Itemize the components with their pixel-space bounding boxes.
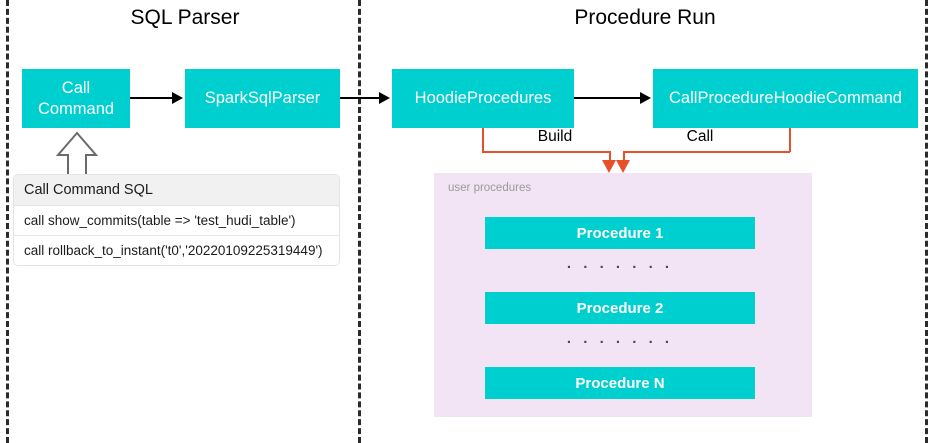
call-connector-vertical [789, 128, 791, 152]
call-command-sql-table: Call Command SQL call show_commits(table… [14, 175, 339, 265]
section-divider-middle [358, 0, 361, 443]
user-procedures-panel-label: user procedures [448, 182, 532, 194]
node-spark-sql-parser[interactable]: SparkSqlParser [185, 69, 340, 128]
sql-table-row: call show_commits(table => 'test_hudi_ta… [14, 206, 339, 236]
section-divider-left [6, 0, 9, 443]
section-title-sql-parser: SQL Parser [130, 6, 240, 29]
build-arrowhead-icon [602, 160, 616, 173]
build-connector-vertical [482, 128, 484, 152]
procedures-ellipsis-separator: . . . . . . . [566, 255, 674, 272]
flow-arrowhead-icon-2 [379, 92, 390, 104]
procedures-ellipsis-separator: . . . . . . . [566, 330, 674, 347]
call-connector-horizontal [623, 151, 790, 153]
edge-label-call: Call [686, 128, 714, 145]
procedure-item[interactable]: Procedure 1 [485, 217, 755, 249]
procedure-item[interactable]: Procedure N [485, 367, 755, 399]
sql-table-header: Call Command SQL [14, 175, 339, 206]
flow-arrowhead-icon-1 [172, 92, 183, 104]
node-call-command-line1: Call [61, 79, 91, 98]
build-connector-drop [609, 151, 611, 162]
section-title-procedure-run: Procedure Run [574, 6, 716, 29]
flow-arrow-spark-parser-to-hoodie-procedures [340, 97, 380, 99]
call-connector-drop [623, 151, 625, 162]
sql-table-row: call rollback_to_instant('t0','202201092… [14, 236, 339, 265]
node-call-procedure-hoodie-command[interactable]: CallProcedureHoodieCommand [653, 69, 918, 128]
flow-arrow-hoodie-procedures-to-call-procedure-command [574, 97, 641, 99]
block-arrow-up-icon [56, 131, 98, 176]
flow-arrow-call-command-to-spark-parser [130, 97, 173, 99]
node-call-command-line2: Command [37, 99, 115, 118]
build-connector-horizontal [482, 151, 610, 153]
edge-label-build: Build [537, 128, 573, 145]
call-arrowhead-icon [616, 160, 630, 173]
flow-arrowhead-icon-3 [640, 92, 651, 104]
node-hoodie-procedures[interactable]: HoodieProcedures [392, 69, 574, 128]
procedure-item[interactable]: Procedure 2 [485, 292, 755, 324]
user-procedures-panel: user procedures Procedure 1 . . . . . . … [434, 173, 812, 417]
node-call-command[interactable]: Call Command [22, 69, 130, 128]
section-divider-right [925, 0, 928, 443]
